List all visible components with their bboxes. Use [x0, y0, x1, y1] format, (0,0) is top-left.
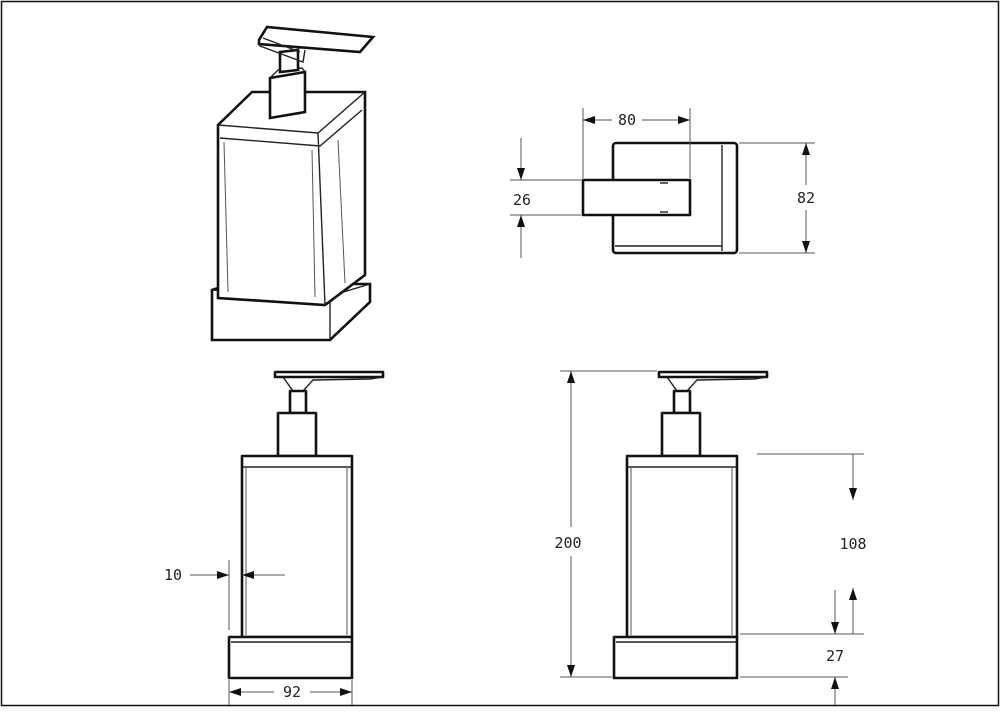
dimension-label-side-base: 27: [826, 647, 844, 665]
dimension-label-side-body: 108: [839, 535, 866, 553]
dimension-side-base: 27: [740, 590, 848, 705]
dimension-top-lever: 26: [510, 138, 581, 258]
iso-container-body: [216, 90, 367, 307]
top-view: 80 82 26: [510, 108, 815, 258]
side-container-body: [625, 454, 739, 639]
dimension-label-front-width: 92: [283, 683, 301, 701]
front-container-body: [240, 454, 354, 639]
dimension-label-front-wall: 10: [164, 566, 182, 584]
side-base-tray: [612, 635, 739, 680]
front-pump-lever: [273, 370, 385, 392]
front-base-tray: [227, 635, 354, 680]
dimension-front-width: 92: [228, 680, 353, 705]
dimension-label-top-lever: 26: [513, 191, 531, 209]
side-pump-stem: [672, 389, 692, 415]
isometric-view: [210, 25, 376, 342]
dimension-side-body: 108: [740, 453, 867, 635]
dimension-top-width: 80: [582, 108, 691, 178]
side-pump-collar: [660, 411, 702, 458]
dimension-label-top-depth: 82: [797, 189, 815, 207]
dimension-top-depth: 82: [739, 142, 815, 254]
dimension-front-wall: 10: [164, 560, 285, 630]
iso-pump-lever: [257, 25, 376, 63]
dimension-label-side-height: 200: [554, 534, 581, 552]
side-pump-lever: [657, 370, 769, 392]
side-view: 200 108 27: [554, 370, 867, 705]
front-pump-stem: [288, 389, 308, 415]
front-pump-collar: [276, 411, 318, 458]
dimension-label-top-width: 80: [618, 111, 636, 129]
top-view-lever: [581, 178, 692, 217]
front-view: 92 10: [164, 370, 385, 705]
dimension-side-height: 200: [554, 370, 657, 678]
